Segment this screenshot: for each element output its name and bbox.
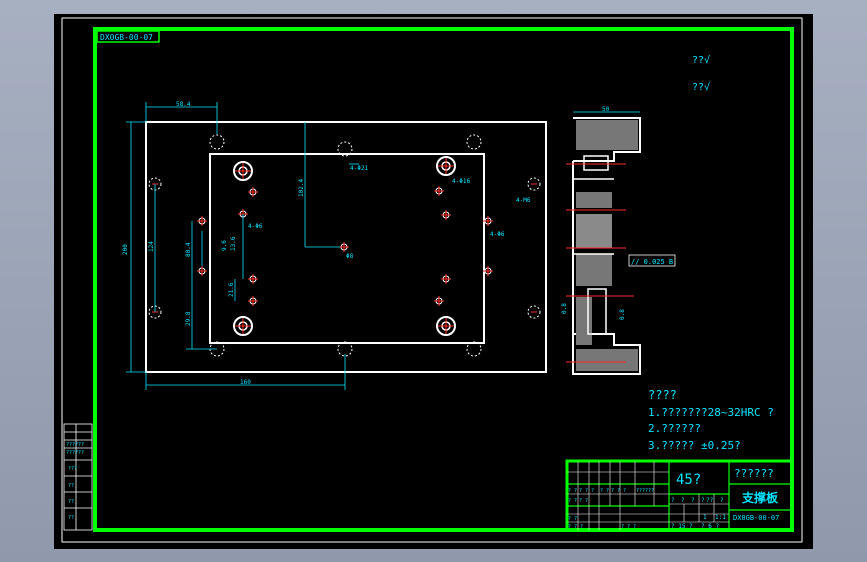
hole-label-m6: 4-M6: [516, 197, 531, 204]
strip-label-5: ??: [68, 499, 74, 505]
scale-label-3: ?: [691, 497, 695, 504]
note-3: 3.????? ±0.25?: [648, 439, 741, 452]
dim-29-8: 29.8: [185, 311, 192, 326]
tb-small-5: ??????: [636, 488, 654, 494]
notes-title: ????: [648, 388, 677, 402]
hole-label-16: 4-Φ16: [452, 178, 470, 185]
drawing-code-text: DX0GB-00-07: [733, 514, 779, 522]
roughness-side-2: 0.8: [619, 309, 626, 320]
drawing-border: [93, 27, 794, 532]
hatch-top: [576, 120, 638, 150]
dim-13-6: 13.6: [230, 236, 237, 251]
sheet-outer-frame: [61, 17, 803, 543]
sheet-count: ? 15 ?: [671, 523, 693, 530]
hatch-mid-2: [576, 214, 612, 248]
dim-200: 200: [122, 244, 129, 255]
small-holes: [152, 158, 537, 334]
strip-label-3: ???: [68, 466, 77, 472]
hatch-bottom-1: [576, 297, 592, 345]
dim-102-4: 102.4: [298, 179, 305, 197]
hatch-bottom-2: [576, 349, 638, 371]
strip-label-4: ??: [68, 483, 74, 489]
hole-label-4-6: 4-Φ6: [490, 231, 505, 238]
quantity-value: 1: [703, 514, 707, 521]
sheet-number: ? 6 ?: [701, 523, 719, 530]
tb-small-7: ? ?: [579, 498, 588, 504]
dim-21-6: 21.6: [228, 282, 235, 297]
scale-value: 1:1: [715, 514, 726, 521]
note-2: 2.??????: [648, 422, 701, 435]
scale-label-2: ?: [681, 497, 685, 504]
roughness-mark-1: ??√: [692, 54, 710, 66]
note-1: 1.???????28~32HRC ?: [648, 406, 774, 419]
code-tab: [96, 30, 160, 43]
dimension-lines: [126, 102, 359, 390]
tb-small-3: ? ?: [600, 488, 609, 494]
drawing-canvas[interactable]: DX0GB-00-07 ?????? ?????? ??? ?? ?? ?? ?…: [54, 14, 813, 549]
tolerance-text: // 0.025 B: [631, 258, 673, 266]
dim-160: 160: [240, 379, 251, 386]
pocket-outline: [209, 153, 485, 344]
tb-small-10: ? ? ?: [621, 524, 636, 530]
plate-outline: [145, 121, 547, 373]
tb-small-4: ? ? ?: [611, 488, 626, 494]
roughness-side-1: 0.8: [561, 303, 568, 314]
left-strip: [63, 423, 93, 531]
hatch-mid-3: [576, 254, 612, 286]
strip-label-1: ??????: [66, 442, 84, 448]
tb-small-9: ? ? ?: [568, 524, 583, 530]
part-name-text: 支撑板: [741, 490, 779, 505]
scale-label-1: ?: [671, 497, 675, 504]
roughness-mark-2: ??√: [692, 81, 710, 93]
dim-58-4: 58.4: [176, 101, 191, 108]
company-text: ??????: [734, 467, 774, 480]
scale-label-5: ??: [706, 497, 714, 504]
hatch-mid-1: [576, 192, 612, 208]
scale-label-4: ?: [701, 497, 705, 504]
tb-small-8: ? ?: [568, 516, 577, 522]
dim-124: 124: [148, 241, 155, 252]
scale-label-6: ?: [720, 497, 724, 504]
strip-label-2: ??????: [66, 450, 84, 456]
tb-small-2: ? ? ?: [579, 488, 594, 494]
material-text: 45?: [676, 472, 701, 488]
dim-9-6: 9.6: [221, 240, 228, 251]
front-view: 58.4 200 160 124 80.4 29.8 102.4 21.6 13…: [122, 101, 547, 390]
hole-label-8: Φ8: [346, 253, 354, 260]
dim-50: 50: [602, 106, 610, 113]
cad-drawing: DX0GB-00-07 ?????? ?????? ??? ?? ?? ?? ?…: [61, 17, 803, 543]
hole-label-6: 4-Φ6: [248, 223, 263, 230]
dim-80-4: 80.4: [185, 242, 192, 257]
title-block: 45? ?????? 支撑板 DX0GB-00-07 ? ? ? ? ?? ? …: [565, 459, 794, 532]
tb-small-1: ? ?: [568, 488, 577, 494]
strip-label-6: ??: [68, 515, 74, 521]
tb-small-6: ? ?: [568, 498, 577, 504]
code-tab-text: DX0GB-00-07: [100, 33, 153, 42]
side-section-view: 50 // 0.025 B 0.8 0.8: [561, 106, 676, 375]
tolerance-frame: [628, 254, 676, 267]
hole-label-621: 4-Φ21: [350, 165, 368, 172]
